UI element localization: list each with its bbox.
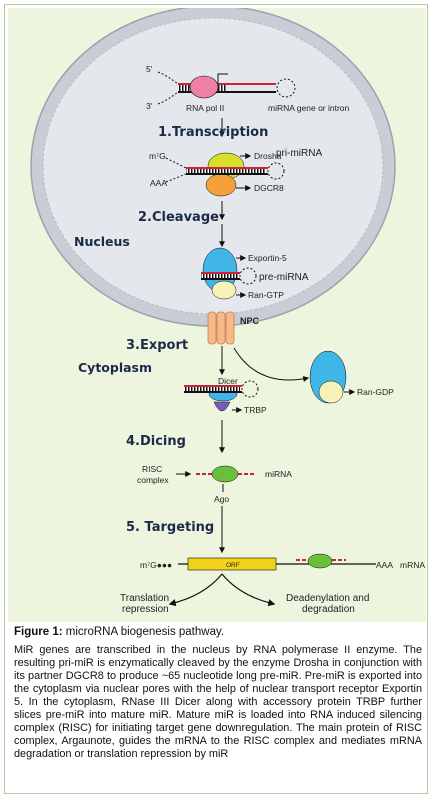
ran-gdp-label: Ran-GDP [357,387,394,397]
pri-mirna-stem [186,168,266,174]
cleavage-group: m⁷G AAA Drosha pri-miRNA DGCR8 2.Cleavag… [138,148,322,225]
ago-label: Ago [214,494,229,504]
exportin-label: Exportin-5 [248,253,287,263]
hairpin-loop [276,78,296,98]
dicer-label: Dicer [218,376,238,386]
orf-box [187,557,277,571]
npc-middle [216,311,226,345]
rna-pol-ii-shape [189,75,219,99]
mirna-biogenesis-diagram: 5' 3' RNA pol II miRNA gene or intron 1.… [30,8,425,615]
ran-gdp-shape [318,380,344,404]
dicing-group: Dicer TRBP 4.Dicing [126,346,267,454]
step-transcription: 1.Transcription [158,125,268,140]
trbp-label: TRBP [244,405,267,415]
pre-mirna-label: pre-miRNA [259,272,309,283]
ran-gtp-shape [211,280,237,300]
npc-left [207,311,217,345]
npc-right [225,311,235,345]
step-export: 3.Export [126,338,188,353]
polya-label: AAA [376,560,393,570]
figure-caption: Figure 1: microRNA biogenesis pathway. M… [14,626,422,761]
drosha-label: Drosha [254,151,282,161]
ran-gdp-group: Ran-GDP [233,347,394,404]
tail-strand [165,173,187,183]
dgcr8-label: DGCR8 [254,183,284,193]
m7g-cap-label: m⁷G [149,151,166,161]
figure-label: Figure 1: [14,626,63,638]
deadenylation-label-2: degradation [302,604,355,615]
mirna-label: miRNA [265,469,292,479]
risc-label-1: RISC [142,464,162,474]
deadenylation-label-1: Deadenylation and [286,593,369,604]
aaa-tail-label: AAA [150,178,167,188]
step-dicing: 4.Dicing [126,434,186,449]
risc-group: RISC complex miRNA Ago 5. Targeting [126,464,292,554]
recycling-arrow [233,347,310,382]
ran-gtp-label: Ran-GTP [248,290,284,300]
tss-arrow [217,73,228,84]
mrna-group: m⁷G●●● ORF AAA mRNA Translation repressi… [120,553,425,615]
pri-mirna-loop [267,162,285,180]
cytoplasm-label: Cytoplasm [78,360,152,375]
three-prime-label: 3' [146,101,153,111]
step-cleavage: 2.Cleavage [138,210,219,225]
translation-label-1: Translation [120,593,169,604]
trbp-shape [213,401,231,412]
nuclear-pore-complex: NPC [207,311,260,345]
export-complex-group: Exportin-5 pre-miRNA Ran-GTP [201,224,309,300]
npc-label: NPC [240,316,260,326]
ago-on-mrna [307,553,333,569]
risc-label-2: complex [137,475,169,485]
dna-3prime-strand [157,91,179,105]
dicer-substrate-stem [184,386,240,392]
nucleus-label: Nucleus [74,234,130,249]
dicer-substrate-loop [241,380,259,398]
figure-caption-body: MiR genes are transcribed in the nucleus… [14,644,422,760]
arrow-degradation [221,573,276,607]
transcription-group: 5' 3' RNA pol II miRNA gene or intron 1.… [146,64,350,140]
pre-mirna-stem [201,273,239,279]
dgcr8-shape [205,173,237,197]
five-prime-label: 5' [146,64,153,74]
pre-mirna-loop [239,267,257,285]
figure-title-text: microRNA biogenesis pathway. [62,626,225,638]
mrna-label: mRNA [400,560,425,570]
ago-shape [211,465,239,483]
rna-pol-label: RNA pol II [186,103,224,113]
figure-title: Figure 1: microRNA biogenesis pathway. [14,626,422,638]
mirna-gene-label: miRNA gene or intron [268,103,350,113]
dna-5prime-strand [157,71,179,85]
arrow-repression [168,573,223,607]
translation-label-2: repression [122,604,169,615]
step-targeting: 5. Targeting [126,520,214,535]
pri-mirna-label: pri-miRNA [276,148,322,159]
orf-label: ORF [226,562,240,569]
mrna-cap-label: m⁷G●●● [140,560,172,570]
